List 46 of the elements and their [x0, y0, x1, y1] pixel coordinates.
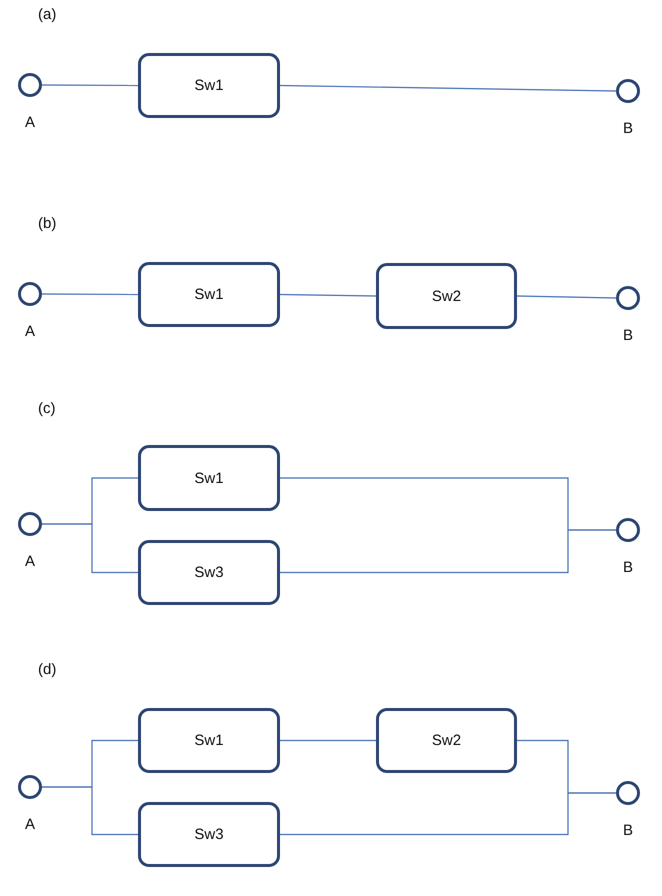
switch-label: Sw2: [432, 288, 462, 304]
terminal-label: B: [623, 327, 634, 344]
switch-box: [376, 263, 517, 329]
connector-line: [280, 740, 376, 742]
switch-label: Sw3: [194, 564, 224, 581]
switch-label: Sw1: [194, 286, 224, 303]
terminal-label: B: [623, 822, 634, 839]
panel-label: (b): [38, 215, 56, 232]
switch-box: [138, 540, 280, 605]
terminal-label: A: [25, 114, 36, 131]
switch-box: [376, 708, 517, 773]
panel-label: (a): [38, 6, 56, 23]
connector-line: [280, 294, 376, 297]
terminal-label: A: [25, 323, 36, 340]
switch-box: [138, 262, 280, 327]
terminal-label: B: [623, 559, 634, 576]
switch-label: Sw2: [432, 732, 462, 749]
switch-box: [138, 53, 280, 118]
terminal-circle: [18, 775, 42, 799]
switch-box: [138, 445, 280, 511]
switch-label: Sw3: [194, 826, 224, 843]
terminal-circle: [616, 518, 640, 542]
connector-line: [42, 293, 138, 296]
connector-line: [42, 84, 138, 86]
terminal-circle: [616, 286, 640, 310]
connector-line: [42, 523, 138, 574]
connector-line: [280, 84, 616, 92]
terminal-circle: [616, 781, 640, 805]
terminal-circle: [18, 282, 42, 306]
switch-label: Sw1: [194, 77, 224, 94]
terminal-circle: [18, 73, 42, 97]
switch-box: [138, 802, 280, 867]
terminal-label: A: [25, 816, 36, 833]
terminal-label: B: [623, 120, 634, 137]
connector-line: [42, 786, 138, 836]
terminal-circle: [18, 512, 42, 536]
switch-box: [138, 708, 280, 773]
terminal-circle: [616, 79, 640, 103]
panel-label: (c): [38, 400, 56, 417]
switch-label: Sw1: [194, 732, 224, 749]
panel-label: (d): [38, 661, 56, 678]
connector-line: [280, 792, 616, 836]
terminal-label: A: [25, 553, 36, 570]
switch-label: Sw1: [194, 470, 224, 486]
connector-line: [280, 529, 616, 574]
connector-line: [516, 295, 616, 299]
